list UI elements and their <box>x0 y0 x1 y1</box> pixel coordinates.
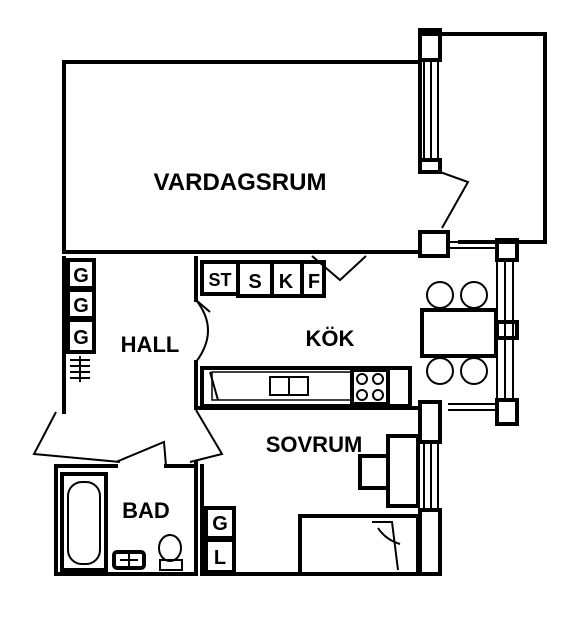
bathroom <box>54 460 198 576</box>
kitchen-st-label: ST <box>208 270 231 290</box>
hall-wardrobe-3-label: G <box>73 327 89 349</box>
hall <box>32 256 224 467</box>
living-room-label: VARDAGSRUM <box>154 169 327 196</box>
balcony <box>418 28 547 258</box>
bedroom-g-label: G <box>212 513 228 535</box>
hall-label: HALL <box>121 332 180 357</box>
bedroom-label: SOVRUM <box>266 432 363 457</box>
kitchen-s-label: S <box>248 271 261 293</box>
kitchen <box>194 238 519 444</box>
hall-wardrobe-2-label: G <box>73 295 89 317</box>
kitchen-k-label: K <box>279 271 294 293</box>
kitchen-f-label: F <box>308 271 320 293</box>
bedroom <box>200 434 442 576</box>
kitchen-label: KÖK <box>306 326 355 351</box>
bathroom-label: BAD <box>122 498 170 523</box>
living-room <box>62 28 422 254</box>
hall-wardrobe-1-label: G <box>73 265 89 287</box>
bedroom-l-label: L <box>214 547 226 569</box>
